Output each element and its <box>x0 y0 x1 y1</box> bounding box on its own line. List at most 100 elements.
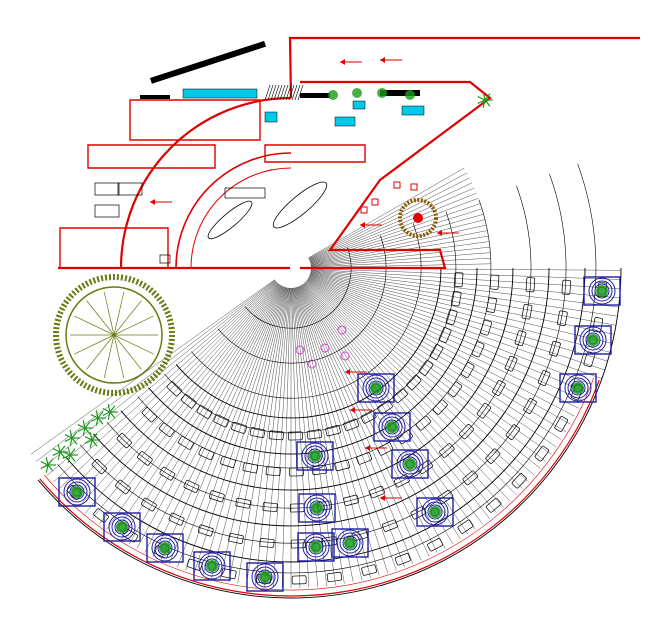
roof-bar <box>300 93 330 98</box>
car-stall <box>159 422 175 438</box>
planter-ring <box>309 500 325 516</box>
planter-ring <box>365 377 387 399</box>
radial-line <box>194 287 286 574</box>
planter-ring <box>108 513 136 541</box>
radial-line <box>185 286 285 571</box>
landscape-trees <box>40 88 493 473</box>
planter-plant <box>310 541 322 553</box>
stair-tread <box>264 84 271 101</box>
planter-ring <box>254 566 276 588</box>
car-stall <box>394 553 411 566</box>
planter-ring <box>302 533 330 561</box>
car-stall <box>116 433 132 449</box>
car-stall <box>557 310 568 327</box>
annotation-arrowhead <box>350 407 355 413</box>
shrub <box>352 88 362 98</box>
radial-line <box>36 279 276 462</box>
planter-pad <box>246 562 284 592</box>
parking-row-edge <box>93 267 550 527</box>
palm-frond <box>91 433 98 441</box>
palm-frond <box>107 411 111 420</box>
planter-ring <box>381 416 403 438</box>
palm-frond <box>102 411 111 417</box>
planter-plant <box>572 382 584 394</box>
room <box>129 99 261 141</box>
parking-row-edge <box>175 267 442 419</box>
radial-line <box>308 276 579 409</box>
planter-pad <box>357 373 395 403</box>
radial-line <box>113 284 281 535</box>
planter-ring <box>570 380 586 396</box>
annotation-arrowhead <box>360 222 365 228</box>
car-stall <box>334 459 350 472</box>
radial-line <box>310 271 617 326</box>
radial-line <box>99 283 280 525</box>
car-stall <box>228 533 244 544</box>
palm-frond <box>47 464 54 472</box>
palm-frond <box>91 439 98 447</box>
radial-line <box>310 246 490 267</box>
car-stall <box>242 462 259 474</box>
palm-frond <box>64 433 73 439</box>
planter-ring <box>69 484 85 500</box>
planter-plant <box>404 458 416 470</box>
palm-frond <box>107 404 111 413</box>
car-stall <box>377 442 394 456</box>
planter-ring <box>591 280 613 302</box>
accent-box <box>371 198 379 206</box>
radial-line <box>309 187 475 261</box>
palm-frond <box>84 421 91 429</box>
planter-plant <box>159 542 171 554</box>
radial-line <box>310 269 621 289</box>
car-stall <box>183 479 200 493</box>
radial-line <box>305 281 523 489</box>
car-stall <box>159 466 176 481</box>
planter-ring <box>339 532 361 554</box>
radial-line <box>309 274 605 371</box>
car-stall <box>306 429 323 440</box>
palm-frond <box>482 92 486 101</box>
radial-line <box>308 167 465 259</box>
car-stall <box>249 427 266 439</box>
radial-line <box>255 287 289 587</box>
palm-frond <box>69 448 76 456</box>
car-stall <box>360 410 377 424</box>
radial-line <box>310 258 491 268</box>
planter-ring <box>582 329 604 351</box>
planter-plant <box>71 486 83 498</box>
table <box>117 182 143 196</box>
car-stall <box>427 538 443 552</box>
palm-frond <box>57 451 61 460</box>
lounge-seat <box>272 181 328 229</box>
palm-frond <box>67 447 71 456</box>
palm-frond <box>71 437 78 445</box>
tree-branch <box>113 292 125 336</box>
car-stall <box>115 479 131 495</box>
car-stall <box>459 424 474 440</box>
radial-line <box>310 219 486 264</box>
tree-branch <box>74 315 115 336</box>
red-annotation-arrows <box>150 57 459 501</box>
accent-box <box>410 183 418 191</box>
glazing <box>182 88 258 99</box>
radial-line <box>306 280 535 476</box>
car-stall <box>168 512 185 526</box>
stair-tread <box>267 84 274 101</box>
planter-ring <box>154 537 176 559</box>
radial-line <box>160 286 284 561</box>
radial-line <box>310 208 483 263</box>
radial-ring <box>106 185 532 509</box>
radial-line <box>306 279 546 462</box>
car-stall <box>504 355 518 372</box>
palm-frond <box>84 427 91 435</box>
stair-tread <box>279 84 286 101</box>
parking-row-edge <box>37 267 622 599</box>
car-stall <box>447 381 463 398</box>
annotation-arrowhead <box>380 57 385 63</box>
accent-box <box>393 181 401 189</box>
car-stall <box>418 360 434 376</box>
radial-line <box>71 282 278 502</box>
radial-line <box>30 279 275 455</box>
radial-line <box>237 287 288 584</box>
